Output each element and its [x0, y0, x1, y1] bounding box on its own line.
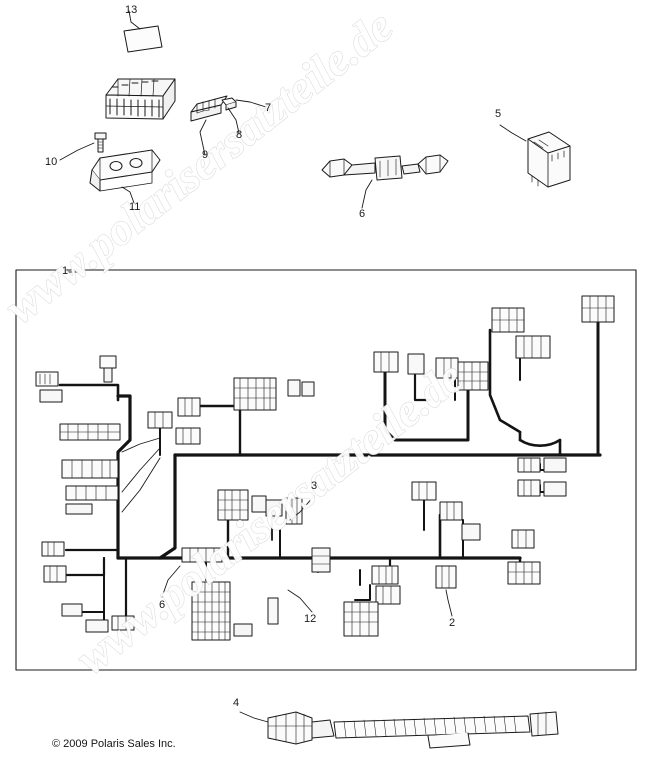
part-4-ground-harness — [267, 711, 559, 749]
part-5-relay — [499, 124, 571, 188]
part-11-bracket — [89, 149, 161, 204]
callout-7: 7 — [265, 102, 272, 114]
callout-10: 10 — [45, 156, 58, 168]
callout-6-top: 6 — [359, 208, 366, 220]
part-10-bolt — [59, 132, 107, 161]
callout-4: 4 — [233, 697, 240, 709]
copyright-text: 2009 Polaris Sales Inc. — [63, 738, 176, 750]
callout-leaders — [121, 437, 453, 723]
part-relay-stack — [190, 95, 267, 156]
callout-6-bottom: 6 — [159, 599, 166, 611]
part-6-fuse-link — [321, 154, 449, 209]
callout-13: 13 — [125, 4, 138, 16]
callout-9: 9 — [202, 149, 209, 161]
callout-8: 8 — [236, 129, 243, 141]
part-1-harness-box — [15, 269, 637, 671]
callout-11: 11 — [129, 201, 141, 213]
callout-5: 5 — [495, 108, 502, 120]
callout-2: 2 — [449, 617, 456, 629]
copyright-symbol: © — [52, 738, 61, 750]
part-13-plate — [123, 10, 163, 53]
callout-1: 1 — [62, 265, 69, 277]
callout-3: 3 — [311, 480, 318, 492]
callout-12: 12 — [304, 613, 317, 625]
copyright-notice: © 2009 Polaris Sales Inc. — [52, 738, 176, 750]
part-fuse-box — [105, 78, 176, 120]
harness-connectors — [35, 295, 615, 641]
